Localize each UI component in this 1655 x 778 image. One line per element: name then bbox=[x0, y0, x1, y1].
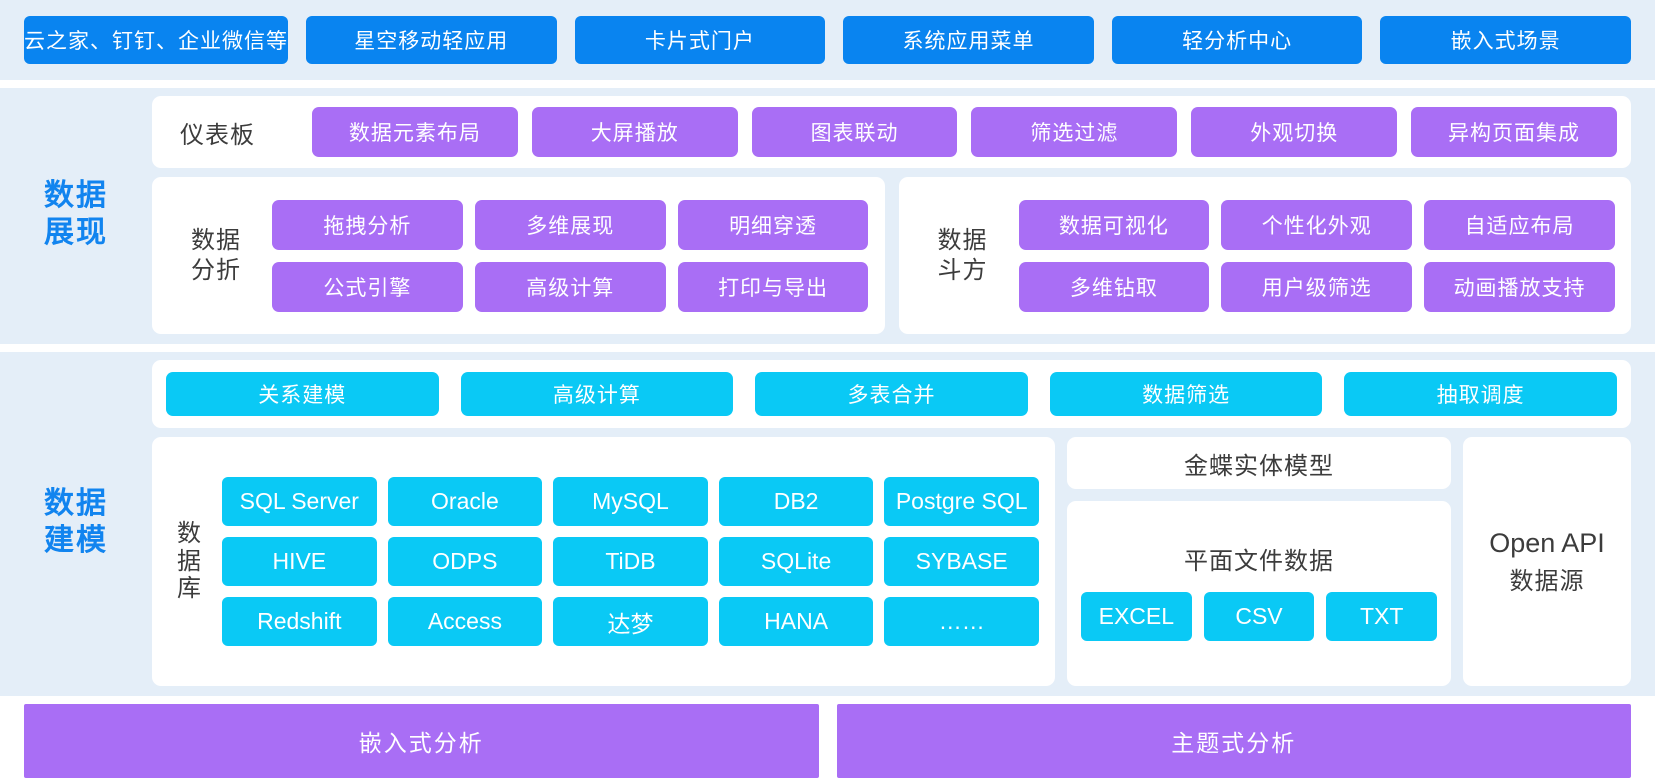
app-chip-yunzhijia[interactable]: 云之家、钉钉、企业微信等 bbox=[24, 16, 288, 64]
section-data-presentation: 数据 展现 仪表板 数据元素布局 大屏播放 图表联动 筛选过滤 外观切换 异构页… bbox=[0, 88, 1655, 344]
section-label-line2: 建模 bbox=[44, 524, 108, 557]
chip-animation-playback-support[interactable]: 动画播放支持 bbox=[1424, 261, 1615, 312]
section-label-line2: 展现 bbox=[44, 216, 108, 249]
db-chip-sqlite[interactable]: SQLite bbox=[718, 537, 874, 586]
group-data-analysis-grid: 拖拽分析 多维展现 明细穿透 公式引擎 高级计算 打印与导出 bbox=[272, 199, 869, 312]
chip-extraction-scheduling[interactable]: 抽取调度 bbox=[1344, 372, 1617, 416]
chip-personalized-appearance[interactable]: 个性化外观 bbox=[1221, 199, 1413, 250]
flat-chip-txt[interactable]: TXT bbox=[1326, 591, 1438, 641]
flat-file-card: 平面文件数据 EXCEL CSV TXT bbox=[1067, 501, 1451, 686]
app-chip-card-portal[interactable]: 卡片式门户 bbox=[574, 16, 826, 64]
entity-model-card[interactable]: 金蝶实体模型 bbox=[1067, 437, 1451, 489]
chip-user-level-filter[interactable]: 用户级筛选 bbox=[1221, 261, 1413, 312]
db-chip-sybase[interactable]: SYBASE bbox=[884, 537, 1039, 586]
presentation-lower-groups: 数据 分折 拖拽分析 多维展现 明细穿透 公式引擎 高级计算 打印与导出 数据 bbox=[152, 177, 1631, 334]
dashboard-chip-large-screen-play[interactable]: 大屏播放 bbox=[531, 107, 738, 157]
modeling-middle-column: 金蝶实体模型 平面文件数据 EXCEL CSV TXT bbox=[1067, 437, 1451, 686]
flat-chip-excel[interactable]: EXCEL bbox=[1081, 591, 1192, 641]
chip-advanced-calculation-model[interactable]: 高级计算 bbox=[460, 372, 734, 416]
open-api-card[interactable]: Open API 数据源 bbox=[1463, 437, 1631, 686]
db-chip-redshift[interactable]: Redshift bbox=[222, 597, 377, 646]
open-api-title: Open API bbox=[1489, 527, 1605, 558]
chip-detail-drillthrough[interactable]: 明细穿透 bbox=[677, 199, 869, 250]
db-chip-tidb[interactable]: TiDB bbox=[553, 537, 708, 586]
db-chip-dameng[interactable]: 达梦 bbox=[553, 597, 708, 646]
group-data-doufang: 数据 斗方 数据可视化 个性化外观 自适应布局 多维钻取 用户级筛选 动画播放支… bbox=[898, 177, 1631, 334]
chip-formula-engine[interactable]: 公式引擎 bbox=[272, 261, 463, 312]
section-label-line1: 数据 bbox=[44, 487, 108, 521]
group-data-analysis: 数据 分折 拖拽分析 多维展现 明细穿透 公式引擎 高级计算 打印与导出 bbox=[152, 177, 885, 334]
db-chip-hana[interactable]: HANA bbox=[718, 597, 874, 646]
database-card-title: 数据库 bbox=[177, 520, 201, 603]
section-label-line1: 数据 bbox=[44, 179, 108, 213]
band-divider-middle bbox=[0, 344, 1655, 352]
dashboard-title: 仪表板 bbox=[180, 121, 255, 149]
dashboard-chip-chart-linkage[interactable]: 图表联动 bbox=[751, 107, 958, 157]
analysis-mode-band: 嵌入式分析 主题式分析 bbox=[0, 704, 1655, 778]
section-label-data-presentation: 数据 展现 bbox=[0, 96, 152, 334]
app-chip-system-menu[interactable]: 系统应用菜单 bbox=[843, 16, 1094, 64]
db-chip-sql-server[interactable]: SQL Server bbox=[222, 477, 377, 526]
chip-adaptive-layout[interactable]: 自适应布局 bbox=[1424, 199, 1615, 250]
modeling-sources-row: 数据库 SQL Server Oracle MySQL DB2 Postgre … bbox=[152, 437, 1631, 686]
dashboard-chip-data-element-layout[interactable]: 数据元素布局 bbox=[312, 107, 518, 157]
db-chip-oracle[interactable]: Oracle bbox=[387, 477, 543, 526]
group-title-line1: 数据 bbox=[937, 227, 988, 255]
chip-advanced-calculation[interactable]: 高级计算 bbox=[474, 261, 666, 312]
open-api-subtitle: 数据源 bbox=[1509, 567, 1585, 595]
chip-data-visualization[interactable]: 数据可视化 bbox=[1018, 199, 1210, 250]
application-layer-band: 云之家、钉钉、企业微信等 星空移动轻应用 卡片式门户 系统应用菜单 轻分析中心 … bbox=[0, 0, 1655, 80]
db-chip-db2[interactable]: DB2 bbox=[718, 477, 874, 526]
group-data-doufang-title: 数据 斗方 bbox=[921, 226, 1005, 285]
modeling-capability-row: 关系建模 高级计算 多表合并 数据筛选 抽取调度 bbox=[152, 360, 1631, 428]
database-card: 数据库 SQL Server Oracle MySQL DB2 Postgre … bbox=[152, 437, 1055, 686]
db-chip-mysql[interactable]: MySQL bbox=[553, 477, 708, 526]
dashboard-chip-heterogeneous-page-integration[interactable]: 异构页面集成 bbox=[1411, 107, 1617, 157]
bottom-bar-embedded-analysis[interactable]: 嵌入式分析 bbox=[24, 704, 819, 778]
section-label-data-modeling: 数据 建模 bbox=[0, 360, 152, 686]
chip-multidimensional-drilldown[interactable]: 多维钻取 bbox=[1018, 261, 1210, 312]
group-title-line2: 斗方 bbox=[937, 256, 988, 284]
band-divider-top bbox=[0, 80, 1655, 88]
group-data-doufang-grid: 数据可视化 个性化外观 自适应布局 多维钻取 用户级筛选 动画播放支持 bbox=[1018, 199, 1616, 312]
band-divider-bottom bbox=[0, 696, 1655, 704]
chip-relational-modeling[interactable]: 关系建模 bbox=[166, 372, 439, 416]
db-chip-more[interactable]: …… bbox=[884, 597, 1039, 646]
app-chip-embedded-scenario[interactable]: 嵌入式场景 bbox=[1380, 16, 1631, 64]
section-body-data-presentation: 仪表板 数据元素布局 大屏播放 图表联动 筛选过滤 外观切换 异构页面集成 数据… bbox=[152, 96, 1631, 334]
dashboard-chip-appearance-switch[interactable]: 外观切换 bbox=[1191, 107, 1398, 157]
chip-multi-table-merge[interactable]: 多表合并 bbox=[755, 372, 1028, 416]
chip-data-filter[interactable]: 数据筛选 bbox=[1049, 372, 1323, 416]
dashboard-row: 仪表板 数据元素布局 大屏播放 图表联动 筛选过滤 外观切换 异构页面集成 bbox=[152, 96, 1631, 168]
db-chip-hive[interactable]: HIVE bbox=[222, 537, 377, 586]
chip-drag-analysis[interactable]: 拖拽分析 bbox=[272, 199, 463, 250]
app-chip-xingkong-mobile[interactable]: 星空移动轻应用 bbox=[306, 16, 557, 64]
chip-print-and-export[interactable]: 打印与导出 bbox=[677, 261, 869, 312]
group-data-analysis-title: 数据 分折 bbox=[174, 226, 258, 285]
database-grid: SQL Server Oracle MySQL DB2 Postgre SQL … bbox=[222, 477, 1039, 646]
group-title-line1: 数据 bbox=[191, 227, 241, 255]
flat-file-title: 平面文件数据 bbox=[1184, 547, 1334, 575]
section-data-modeling: 数据 建模 关系建模 高级计算 多表合并 数据筛选 抽取调度 数据库 SQL S… bbox=[0, 352, 1655, 696]
app-chip-light-analysis-center[interactable]: 轻分析中心 bbox=[1111, 16, 1363, 64]
db-chip-odps[interactable]: ODPS bbox=[387, 537, 543, 586]
group-title-line2: 分折 bbox=[191, 256, 241, 284]
flat-chip-csv[interactable]: CSV bbox=[1203, 591, 1315, 641]
flat-file-chips: EXCEL CSV TXT bbox=[1081, 591, 1438, 641]
db-chip-access[interactable]: Access bbox=[387, 597, 543, 646]
chip-multidimensional-display[interactable]: 多维展现 bbox=[474, 199, 666, 250]
dashboard-chip-filtering[interactable]: 筛选过滤 bbox=[971, 107, 1178, 157]
db-chip-postgre-sql[interactable]: Postgre SQL bbox=[884, 477, 1039, 526]
bottom-bar-thematic-analysis[interactable]: 主题式分析 bbox=[836, 704, 1631, 778]
section-body-data-modeling: 关系建模 高级计算 多表合并 数据筛选 抽取调度 数据库 SQL Server … bbox=[152, 360, 1631, 686]
